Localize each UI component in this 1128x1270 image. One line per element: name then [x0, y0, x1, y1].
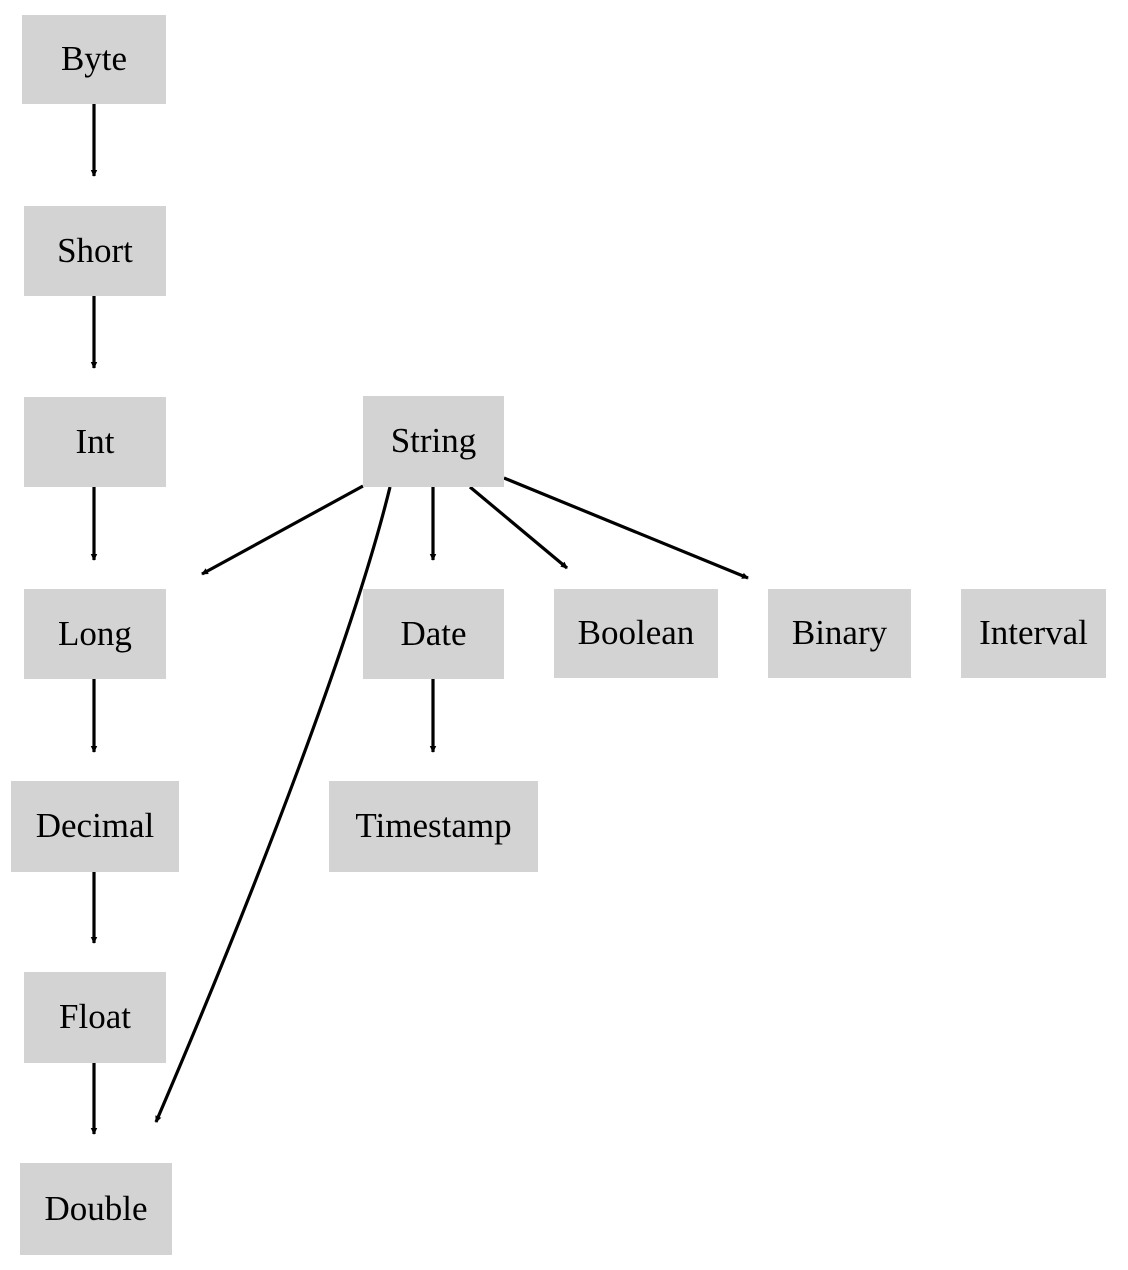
node-float-label: Float: [59, 997, 131, 1036]
node-binary-label: Binary: [791, 613, 888, 652]
edge-string-boolean: [468, 485, 569, 570]
node-timestamp-label: Timestamp: [355, 806, 512, 845]
node-double[interactable]: Double: [20, 1163, 172, 1255]
node-binary[interactable]: Binary: [768, 589, 911, 678]
node-long-label: Long: [58, 613, 132, 653]
node-date[interactable]: Date: [363, 589, 504, 679]
node-byte[interactable]: Byte: [22, 15, 166, 104]
node-short[interactable]: Short: [24, 206, 166, 296]
node-string[interactable]: String: [363, 396, 504, 487]
node-int[interactable]: Int: [24, 397, 166, 487]
node-double-label: Double: [44, 1188, 148, 1228]
node-boolean-label: Boolean: [577, 613, 695, 652]
edge-string-binary: [503, 476, 749, 580]
node-date-label: Date: [400, 613, 467, 653]
node-interval-label: Interval: [979, 613, 1088, 652]
node-decimal-label: Decimal: [35, 806, 155, 845]
node-boolean[interactable]: Boolean: [554, 589, 718, 678]
node-timestamp[interactable]: Timestamp: [329, 781, 538, 872]
edge-string-long: [201, 484, 364, 576]
node-short-label: Short: [57, 230, 133, 270]
node-string-label: String: [390, 421, 477, 460]
node-long[interactable]: Long: [24, 589, 166, 679]
node-byte-label: Byte: [60, 39, 128, 78]
node-interval[interactable]: Interval: [961, 589, 1106, 678]
node-float[interactable]: Float: [24, 972, 166, 1063]
node-int-label: Int: [75, 421, 115, 461]
node-decimal[interactable]: Decimal: [11, 781, 179, 872]
